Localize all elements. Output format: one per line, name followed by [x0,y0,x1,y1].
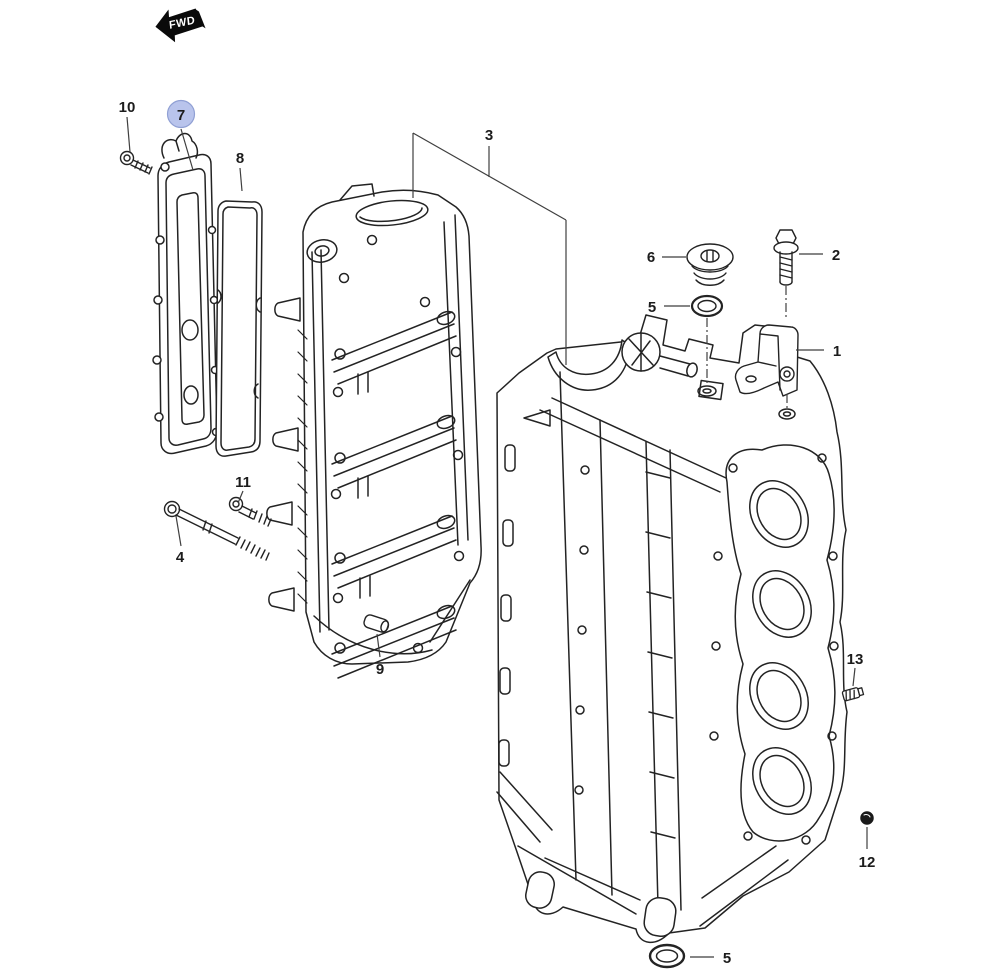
deck-face-outline [725,444,836,842]
oring-5-top-drawing [690,294,724,318]
cover-clamp-wire [161,132,199,159]
fwd-arrow-shadow [195,9,206,29]
part-label-10[interactable]: 10 [119,99,136,116]
bolt-11-drawing [228,496,272,527]
cylinder-head-drawing [266,183,482,679]
part-label-6[interactable]: 6 [647,249,655,266]
valve-cover-gasket-drawing [215,200,263,457]
fwd-label: FWD [169,14,196,31]
selected-part-highlight[interactable] [166,99,196,129]
part-label-7[interactable]: 7 [177,107,185,124]
cylinder-block-drawing [496,314,848,943]
part-label-12[interactable]: 12 [859,854,876,871]
part-label-8[interactable]: 8 [236,150,244,167]
fwd-arrow-icon [155,8,203,43]
part-label-5-top[interactable]: 5 [648,299,656,316]
fwd-direction-tag: FWD [155,8,206,43]
centerlines [706,286,788,410]
bolt-2-drawing [773,229,799,286]
part-label-9[interactable]: 9 [376,661,384,678]
oring-5-bottom-drawing [648,943,686,969]
leader-lines [126,116,868,958]
bolt-4-drawing [163,500,270,561]
part-callouts: 10 7 8 3 6 2 5 1 11 4 9 13 12 5 [119,99,876,967]
part-label-13[interactable]: 13 [847,651,864,668]
cylinder-bores [749,480,812,815]
part-label-1[interactable]: 1 [833,343,841,360]
plug-6-drawing [686,243,734,286]
part-label-11[interactable]: 11 [235,474,251,491]
part-label-5-bottom[interactable]: 5 [723,950,731,967]
valve-cover-drawing [152,132,221,455]
rocker-bands [331,310,457,679]
deck-bolt-holes [709,453,839,845]
bracket-1-drawing [734,324,799,397]
part-label-4[interactable]: 4 [176,549,185,566]
part-label-3[interactable]: 3 [485,127,493,144]
screw-13-drawing [841,687,865,702]
plug-9-drawing [363,614,390,633]
leader-part-3 [412,132,567,365]
bolt-10-drawing [119,150,153,175]
part-label-2[interactable]: 2 [832,247,840,264]
head-bolt-holes [330,234,465,654]
bolt-12-drawing [860,811,874,825]
